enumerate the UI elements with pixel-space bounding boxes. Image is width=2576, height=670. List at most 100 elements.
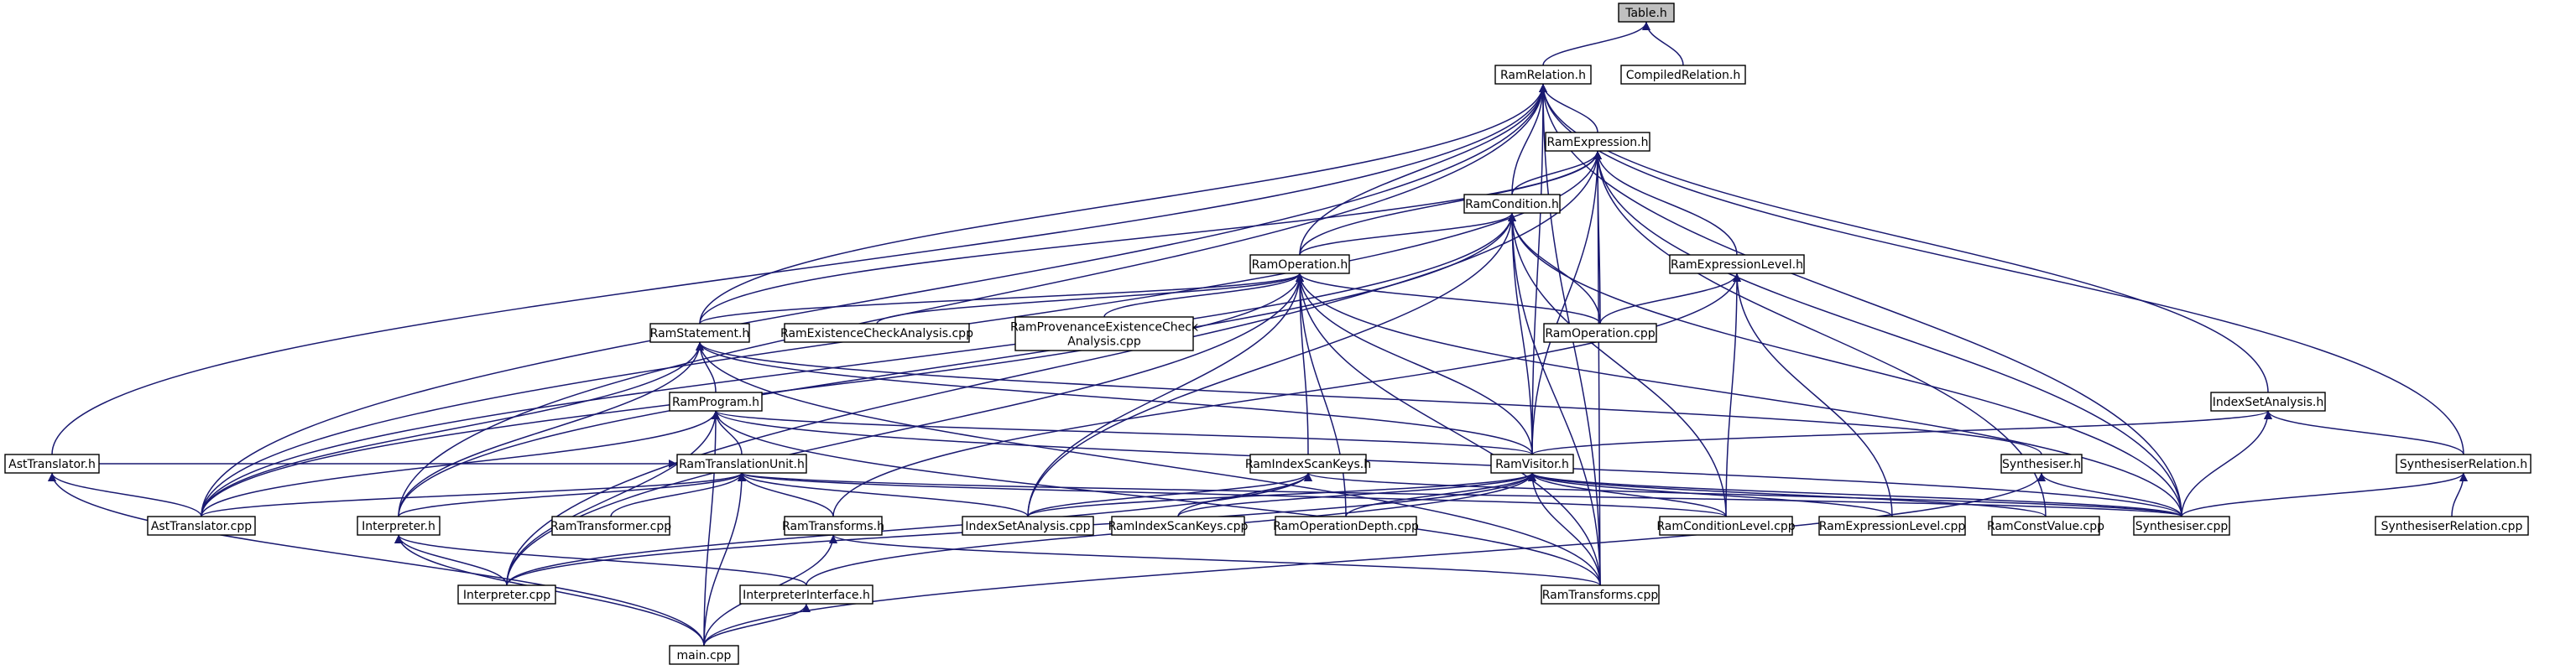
- node-label: RamTransforms.cpp: [1542, 589, 1659, 602]
- node-box: [1249, 254, 1350, 274]
- dependency-arrow-75: [1304, 472, 2182, 517]
- file-node-ramrelation-h[interactable]: RamRelation.h: [1494, 65, 1592, 85]
- file-node-ramexpressionlevel-cpp[interactable]: RamExpressionLevel.cpp: [1818, 516, 1966, 536]
- node-label: AstTranslator.cpp: [151, 520, 252, 533]
- dependency-arrow-27: [1508, 212, 1533, 455]
- dependency-arrow-55: [696, 341, 1601, 586]
- dependency-arrow-51: [696, 341, 1533, 455]
- file-node-ramexpression-h[interactable]: RamExpression.h: [1545, 132, 1650, 152]
- file-node-ramtranslationunit-h[interactable]: RamTranslationUnit.h: [676, 454, 807, 474]
- node-box: [739, 584, 873, 605]
- node-box: [1991, 516, 2100, 536]
- node-box: [1545, 132, 1650, 152]
- dependency-arrow-89: [2037, 472, 2182, 517]
- dependency-arrow-10: [201, 83, 1547, 517]
- node-label: RamRelation.h: [1500, 69, 1586, 82]
- node-box: [669, 645, 739, 665]
- node-label: RamTranslationUnit.h: [679, 458, 805, 471]
- node-box: [1249, 454, 1367, 474]
- dependency-arrow-62: [712, 410, 1601, 586]
- node-label: SynthesiserRelation.h: [2400, 458, 2527, 471]
- dependency-arrow-48: [1733, 273, 1893, 517]
- node-label: AstTranslator.h: [8, 458, 96, 471]
- file-node-ramconstvalue-cpp[interactable]: RamConstValue.cpp: [1987, 516, 2104, 536]
- node-box: [1541, 584, 1660, 605]
- dependency-arrow-47: [1725, 273, 1741, 517]
- dependency-arrow-82: [1528, 472, 2182, 517]
- node-label: RamOperationDepth.cpp: [1273, 520, 1419, 533]
- dependency-arrow-93: [48, 472, 202, 517]
- dependency-arrow-44: [1296, 273, 2182, 517]
- dependency-arrow-37: [1296, 273, 1601, 325]
- dependency-arrow-54: [696, 341, 2042, 455]
- file-node-synthesiser-h[interactable]: Synthesiser.h: [2000, 454, 2083, 474]
- file-node-interpreter-h[interactable]: Interpreter.h: [357, 516, 441, 536]
- node-label: Table.h: [1624, 7, 1667, 20]
- file-node-ramindexscankeys-h[interactable]: RamIndexScanKeys.h: [1245, 454, 1371, 474]
- file-node-ramstatement-h[interactable]: RamStatement.h: [649, 323, 750, 343]
- file-node-ramoperationdepth-cpp[interactable]: RamOperationDepth.cpp: [1273, 516, 1419, 536]
- file-node-indexsetanalysis-h[interactable]: IndexSetAnalysis.h: [2210, 392, 2326, 412]
- file-node-table-h[interactable]: Table.h: [1618, 3, 1675, 23]
- file-node-compiledrelation-h[interactable]: CompiledRelation.h: [1620, 65, 1746, 85]
- file-node-synthesiserrelation-h[interactable]: SynthesiserRelation.h: [2396, 454, 2532, 474]
- dependency-arrow-94: [48, 472, 705, 647]
- node-label: RamCondition.h: [1465, 198, 1559, 211]
- file-node-interpreter-cpp[interactable]: Interpreter.cpp: [457, 584, 556, 605]
- dependency-arrow-66: [610, 472, 746, 517]
- node-label: CompiledRelation.h: [1626, 69, 1740, 82]
- dependency-arrow-77: [1177, 472, 1536, 517]
- file-node-ramexpressionlevel-h[interactable]: RamExpressionLevel.h: [1669, 254, 1805, 274]
- dependency-arrow-36: [1103, 273, 1304, 318]
- node-box: [1014, 316, 1194, 351]
- file-node-interpreterinterface-h[interactable]: InterpreterInterface.h: [739, 584, 873, 605]
- node-label: Synthesiser.h: [2002, 458, 2081, 471]
- node-box: [2375, 516, 2529, 536]
- file-node-ramoperation-cpp[interactable]: RamOperation.cpp: [1543, 323, 1657, 343]
- node-label: RamOperation.h: [1252, 258, 1348, 272]
- file-node-ramtransforms-cpp[interactable]: RamTransforms.cpp: [1541, 584, 1660, 605]
- node-box: [2000, 454, 2083, 474]
- node-label: RamIndexScanKeys.cpp: [1108, 520, 1249, 533]
- node-label: IndexSetAnalysis.cpp: [965, 520, 1090, 533]
- node-box: [676, 454, 807, 474]
- dependency-arrow-56: [712, 410, 743, 455]
- node-box: [1659, 516, 1793, 536]
- file-node-asttranslator-cpp[interactable]: AstTranslator.cpp: [147, 516, 256, 536]
- node-box: [2210, 392, 2326, 412]
- file-node-ramexistencecheckanalysis-cpp[interactable]: RamExistenceCheckAnalysis.cpp: [780, 323, 973, 343]
- file-node-indexsetanalysis-cpp[interactable]: IndexSetAnalysis.cpp: [962, 516, 1094, 536]
- file-node-ramtransformer-cpp[interactable]: RamTransformer.cpp: [550, 516, 671, 536]
- node-label: Synthesiser.cpp: [2135, 520, 2229, 533]
- dependency-arrow-24: [1593, 150, 1603, 586]
- file-node-synthesiser-cpp[interactable]: Synthesiser.cpp: [2133, 516, 2230, 536]
- dependency-arrow-90: [703, 472, 2046, 647]
- node-box: [4, 454, 100, 474]
- file-node-ramprogram-h[interactable]: RamProgram.h: [669, 392, 763, 412]
- node-box: [551, 516, 670, 536]
- file-node-synthesiserrelation-cpp[interactable]: SynthesiserRelation.cpp: [2375, 516, 2529, 536]
- node-box: [1543, 323, 1657, 343]
- dependency-arrow-53: [398, 341, 704, 517]
- file-node-ramindexscankeys-cpp[interactable]: RamIndexScanKeys.cpp: [1108, 516, 1249, 536]
- node-label: Analysis.cpp: [1067, 335, 1141, 349]
- node-box: [147, 516, 256, 536]
- file-node-ramtransforms-h[interactable]: RamTransforms.h: [782, 516, 884, 536]
- node-label: RamStatement.h: [650, 327, 750, 340]
- node-box: [649, 323, 750, 343]
- file-node-ramoperation-h[interactable]: RamOperation.h: [1249, 254, 1350, 274]
- dependency-arrow-78: [1345, 472, 1536, 517]
- file-node-asttranslator-h[interactable]: AstTranslator.h: [4, 454, 100, 474]
- file-node-ramconditionlevel-cpp[interactable]: RamConditionLevel.cpp: [1656, 516, 1796, 536]
- dependency-arrow-65: [398, 472, 746, 517]
- file-node-main-cpp[interactable]: main.cpp: [669, 645, 739, 665]
- file-node-ramcondition-h[interactable]: RamCondition.h: [1463, 194, 1561, 214]
- node-box: [1490, 454, 1574, 474]
- dependency-arrow-80: [1528, 472, 1893, 517]
- dependency-arrow-49: [832, 273, 1741, 517]
- node-label: RamConditionLevel.cpp: [1656, 520, 1795, 533]
- dependency-arrow-32: [1508, 212, 2182, 517]
- file-node-ramvisitor-h[interactable]: RamVisitor.h: [1490, 454, 1574, 474]
